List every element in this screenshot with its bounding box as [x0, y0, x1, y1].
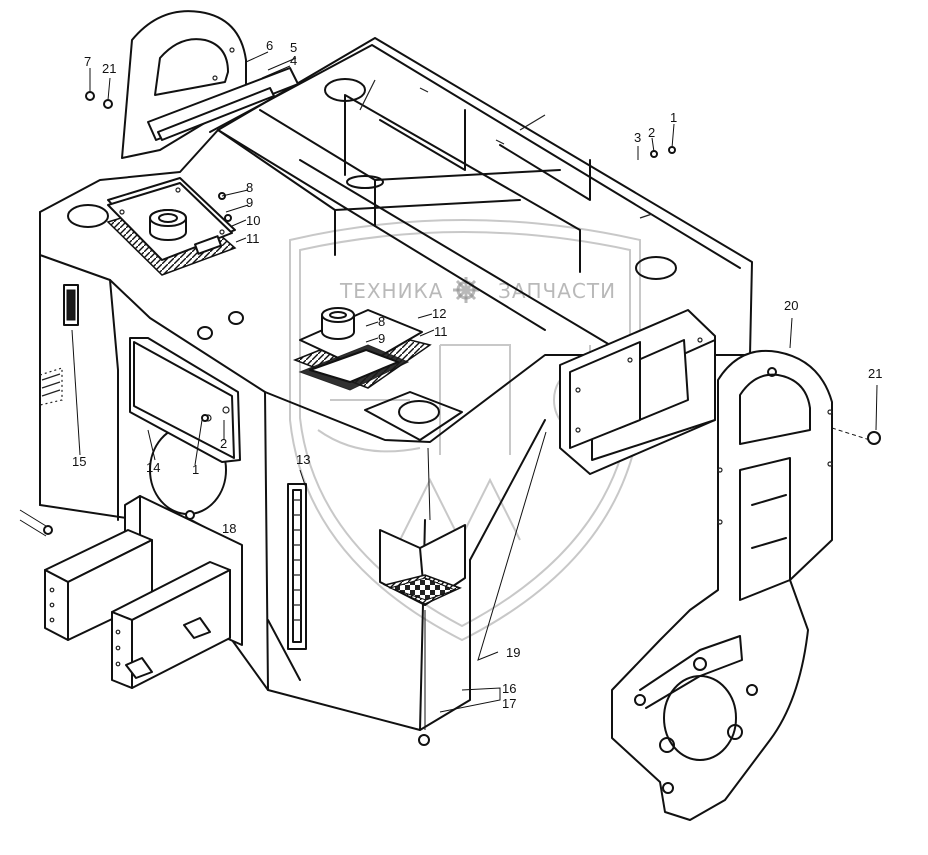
- callout-2-side: 2: [220, 436, 227, 451]
- callout-16: 16: [502, 681, 516, 696]
- callout-7: 7: [84, 54, 91, 69]
- lifting-plate-right: [611, 349, 833, 821]
- callout-13: 13: [296, 452, 310, 467]
- callout-21-right: 21: [868, 366, 882, 381]
- right-flange-plates: [559, 309, 716, 475]
- lifting-lug-left: [121, 10, 299, 159]
- callout-labels: 1 2 3 1 2 4 5 6 7 21 8 9 10 11 8 9 11 12…: [72, 38, 882, 711]
- callout-20: 20: [784, 298, 798, 313]
- callout-1-top: 1: [670, 110, 677, 125]
- callout-3-top: 3: [634, 130, 641, 145]
- bolts: [43, 91, 881, 746]
- inner-box: [379, 524, 466, 606]
- level-gauge: [287, 483, 307, 650]
- callout-9-center: 9: [378, 331, 385, 346]
- callout-19: 19: [506, 645, 520, 660]
- callout-14: 14: [146, 460, 160, 475]
- watermark-text-left: ТЕХНИКА: [339, 279, 443, 303]
- callout-9-left: 9: [246, 195, 253, 210]
- callout-11-center: 11: [434, 324, 448, 339]
- callout-21-left: 21: [102, 61, 116, 76]
- leader-lines: [19, 51, 878, 730]
- callout-8-left: 8: [246, 180, 253, 195]
- callout-6: 6: [266, 38, 273, 53]
- callout-10: 10: [246, 213, 260, 228]
- cover-plate-left: [106, 177, 237, 276]
- callout-5: 5: [290, 40, 297, 55]
- main-frame: [39, 37, 753, 731]
- mounting-blocks: [44, 495, 243, 689]
- cover-plate-center: [292, 307, 432, 391]
- callout-17: 17: [502, 696, 516, 711]
- callout-4: 4: [290, 53, 297, 68]
- callout-12: 12: [432, 306, 446, 321]
- callout-8-center: 8: [378, 314, 385, 329]
- watermark-text-right: ЗАПЧАСТИ: [498, 279, 616, 303]
- watermark-logo: ТЕХНИКА ЗАПЧАСТИ: [289, 219, 641, 642]
- callout-2-top: 2: [648, 125, 655, 140]
- callout-11-left: 11: [246, 231, 260, 246]
- callout-1-side: 1: [192, 462, 199, 477]
- callout-18: 18: [222, 521, 236, 536]
- side-access-door: [129, 337, 241, 463]
- callout-15: 15: [72, 454, 86, 469]
